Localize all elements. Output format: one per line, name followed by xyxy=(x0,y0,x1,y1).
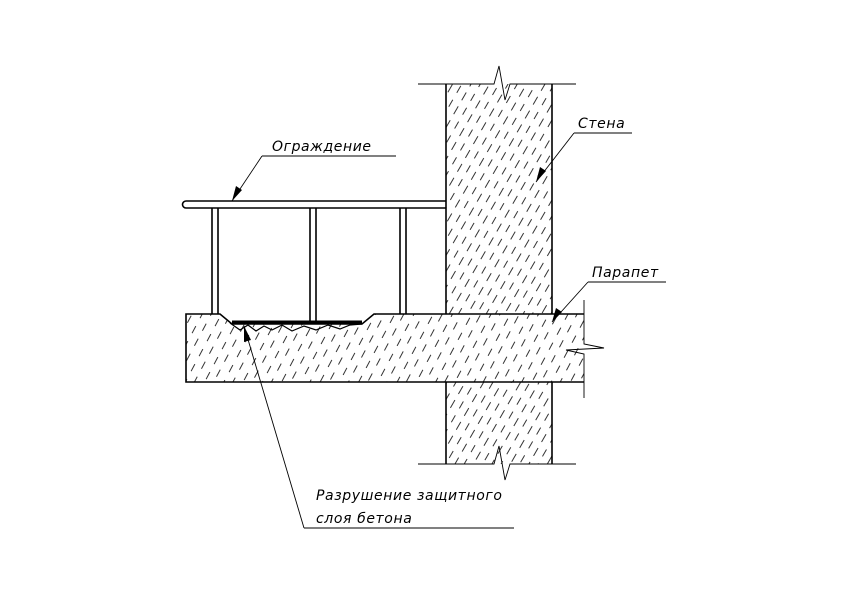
railing-post-3 xyxy=(399,208,407,314)
railing-post-2 xyxy=(309,208,317,324)
wall-upper xyxy=(418,65,576,314)
label-railing: Ограждение xyxy=(272,139,372,155)
railing xyxy=(181,200,446,324)
label-wall: Стена xyxy=(578,116,625,132)
label-damage-line-2: слоя бетона xyxy=(316,511,412,527)
railing-post-1 xyxy=(211,208,219,314)
damaged-concrete-zone xyxy=(229,320,363,332)
label-parapet: Парапет xyxy=(592,265,659,281)
wall-lower xyxy=(418,382,576,481)
leader-damage xyxy=(243,325,514,529)
balcony-slab xyxy=(185,300,605,398)
leader-wall xyxy=(535,132,632,183)
handrail xyxy=(181,200,446,209)
wall-top-break-line xyxy=(418,65,576,101)
leader-railing xyxy=(231,155,396,202)
leader-parapet xyxy=(551,281,666,323)
wall-bottom-break-line xyxy=(418,445,576,481)
slab-right-break-line xyxy=(565,300,605,398)
label-damage-line-1: Разрушение защитного xyxy=(316,488,502,504)
